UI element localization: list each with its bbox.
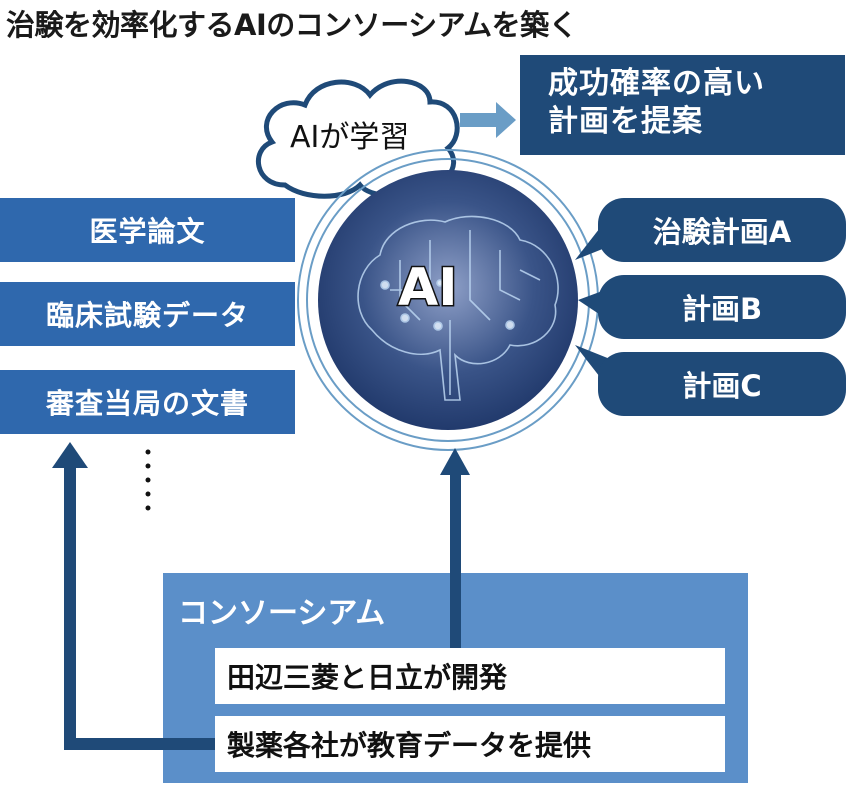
ai-brain-disc bbox=[318, 170, 578, 430]
proposal-box: 成功確率の高い 計画を提案 bbox=[520, 55, 845, 155]
source-clinical-trial-data: 臨床試験データ bbox=[0, 282, 295, 346]
source-medical-papers: 医学論文 bbox=[0, 198, 295, 262]
consortium-label: コンソーシアム bbox=[178, 596, 386, 631]
source-regulator-documents: 審査当局の文書 bbox=[0, 370, 295, 434]
plan-a-pill: 治験計画A bbox=[598, 198, 846, 262]
consortium-data-provider: 製薬各社が教育データを提供 bbox=[215, 716, 725, 772]
consortium-developer: 田辺三菱と日立が開発 bbox=[215, 648, 725, 704]
cloud-label: AIが学習 bbox=[290, 120, 410, 155]
plan-c-pill: 計画C bbox=[598, 352, 846, 416]
proposal-line-1: 成功確率の高い bbox=[548, 66, 765, 101]
plan-b-pill: 計画B bbox=[598, 275, 846, 339]
proposal-line-2: 計画を提案 bbox=[548, 104, 703, 139]
ai-label: AI bbox=[397, 257, 460, 320]
diagram-title: 治験を効率化するAIのコンソーシアムを築く bbox=[6, 8, 578, 42]
arrow-right-icon bbox=[460, 102, 516, 138]
brain-circuit-icon bbox=[357, 215, 559, 401]
ellipsis-dots bbox=[145, 449, 151, 511]
